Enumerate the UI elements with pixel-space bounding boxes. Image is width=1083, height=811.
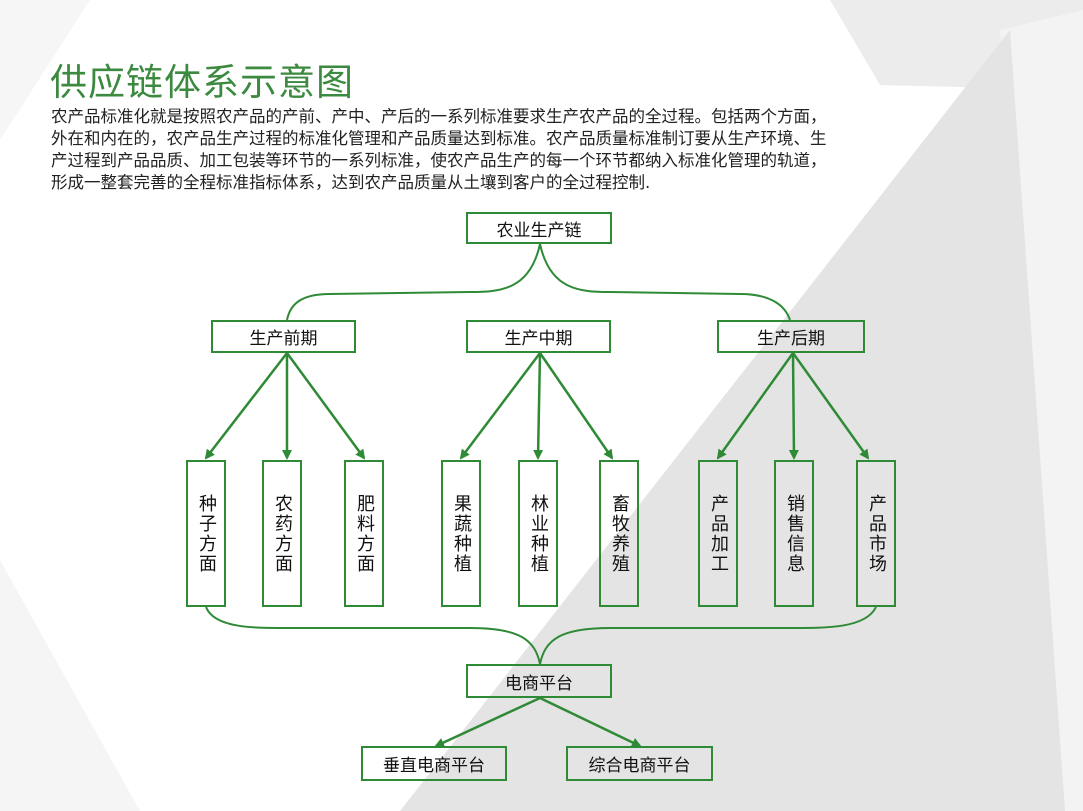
node-stage-mid: 生产中期 (466, 320, 611, 353)
node-comprehensive-platform: 综合电商平台 (566, 746, 713, 781)
node-leaf: 果蔬种植 (441, 460, 481, 607)
arrow (434, 696, 541, 748)
page-title: 供应链体系示意图 (50, 61, 354, 104)
node-leaf: 种子方面 (186, 460, 226, 607)
bg-wedge (400, 30, 1065, 811)
arrow (538, 352, 614, 460)
description: 农产品标准化就是按照农产品的产前、产中、产后的一系列标准要求生产农产品的全过程。… (51, 106, 1011, 194)
node-platform: 电商平台 (466, 664, 612, 698)
node-leaf: 销售信息 (774, 460, 814, 607)
arrow (204, 352, 288, 460)
node-leaf: 农药方面 (262, 460, 302, 607)
arrow (285, 352, 366, 460)
arrow (539, 696, 642, 748)
node-leaf: 林业种植 (518, 460, 558, 607)
bg-triangle-left (0, 0, 90, 140)
connector-leaves-to-platform-right (539, 606, 877, 665)
node-vertical-platform: 垂直电商平台 (361, 746, 507, 781)
arrow (459, 352, 541, 460)
bg-triangle-bottom-left (0, 560, 140, 811)
description-line: 外在和内在的，农产品生产过程的标准化管理和产品质量达到标准。农产品质量标准制订要… (51, 129, 827, 148)
connector-leaves-to-platform-left (205, 606, 541, 665)
node-leaf: 畜牧养殖 (599, 460, 639, 607)
arrow (716, 352, 795, 460)
node-leaf: 肥料方面 (344, 460, 384, 607)
node-leaf: 产品市场 (856, 460, 896, 607)
arrow (533, 352, 544, 460)
node-stage-pre: 生产前期 (211, 320, 356, 353)
node-root: 农业生产链 (466, 212, 612, 244)
node-stage-post: 生产后期 (717, 320, 865, 353)
arrow (791, 352, 870, 460)
connector-root-left (286, 243, 541, 321)
description-line: 形成一整套完善的全程标准指标体系，达到农产品质量从土壤到客户的全过程控制. (51, 173, 651, 192)
connector-root-right (539, 243, 791, 321)
arrow (788, 352, 799, 460)
description-line: 产过程到产品品质、加工包装等环节的一系列标准，使农产品生产的每一个环节都纳入标准… (51, 151, 827, 170)
node-leaf: 产品加工 (698, 460, 738, 607)
description-line: 农产品标准化就是按照农产品的产前、产中、产后的一系列标准要求生产农产品的全过程。… (51, 107, 827, 126)
